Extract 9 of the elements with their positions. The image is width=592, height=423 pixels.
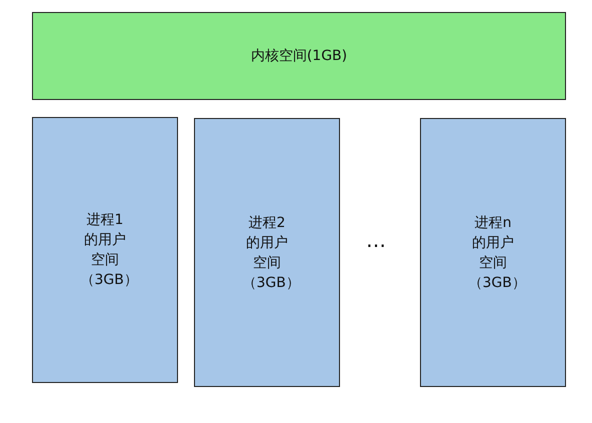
box-label: 进程n的用户空间（3GB）: [468, 214, 518, 292]
box-label: 进程2的用户空间（3GB）: [242, 214, 292, 292]
box-label: 内核空间(1GB): [250, 47, 348, 66]
box-label: 进程1的用户空间（3GB）: [80, 211, 130, 290]
kernel-space-box: [32, 12, 566, 100]
process-space-box: [32, 117, 178, 383]
process-space-box: [194, 118, 340, 387]
ellipsis: …: [366, 228, 386, 252]
process-space-box: [420, 118, 566, 387]
